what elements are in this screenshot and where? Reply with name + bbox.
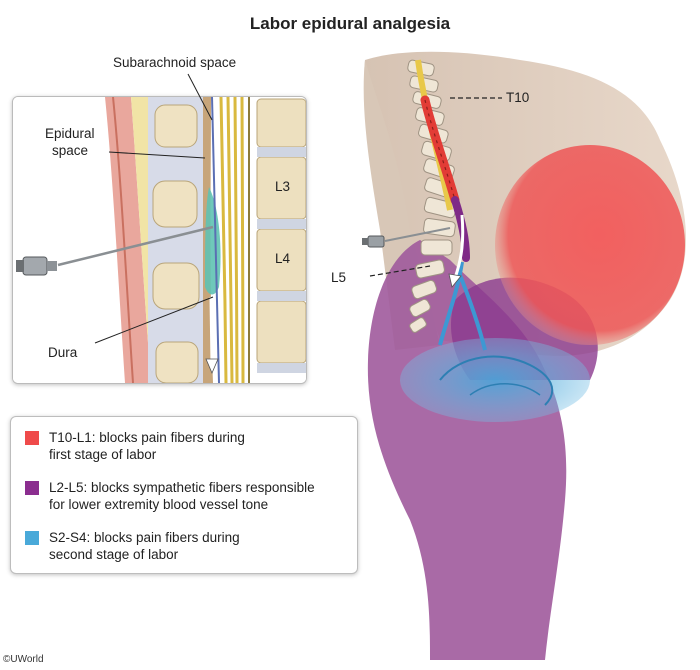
nerves-blue <box>438 261 487 351</box>
l5-label: L5 <box>331 270 347 285</box>
subarachnoid-label: Subarachnoid space <box>113 55 237 70</box>
l3-label: L3 <box>275 179 291 194</box>
legend-text-line2: for lower extremity blood vessel tone <box>49 497 269 512</box>
dura-label: Dura <box>48 345 78 360</box>
perineum-blue <box>400 338 590 422</box>
legend-text-line1: S2-S4: blocks pain fibers during <box>49 530 240 545</box>
epidural-label-line1: Epidural <box>45 126 95 141</box>
vertebral-bodies <box>256 98 306 364</box>
inset-cross-section <box>13 97 306 383</box>
l4-label: L4 <box>275 251 291 266</box>
body-needle-icon <box>362 227 451 248</box>
legend-box: T10-L1: blocks pain fibers during first … <box>10 416 358 574</box>
epidural-label-line2: space <box>52 143 89 158</box>
legend-swatch-purple <box>25 481 39 495</box>
uterus-red <box>495 145 685 345</box>
legend-text-line2: second stage of labor <box>49 547 179 562</box>
copyright-text: ©UWorld <box>3 654 44 665</box>
t10-label: T10 <box>506 90 530 105</box>
legend-swatch-red <box>25 431 39 445</box>
epidural-inset-panel: L3 L4 <box>12 96 307 384</box>
legend-swatch-blue <box>25 531 39 545</box>
legend-text-line2: first stage of labor <box>49 447 157 462</box>
legend-text-line1: L2-L5: blocks sympathetic fibers respons… <box>49 480 315 495</box>
cauda-equina <box>219 97 245 383</box>
inset-needle-icon <box>16 225 214 276</box>
diagram-title: Labor epidural analgesia <box>249 14 451 33</box>
spinous-process <box>152 104 200 383</box>
legend-text-line1: T10-L1: blocks pain fibers during <box>49 430 245 445</box>
